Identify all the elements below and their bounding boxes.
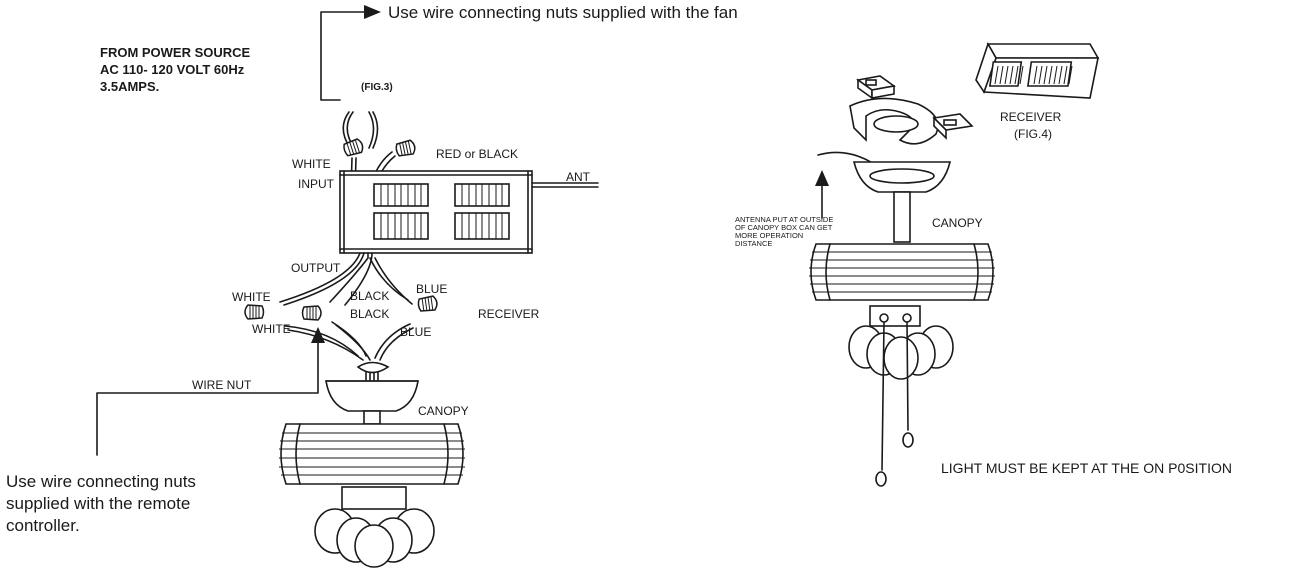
ant-label: ANT xyxy=(566,170,591,184)
bottom-note-line-1: Use wire connecting nuts xyxy=(6,472,196,491)
canopy-fig3 xyxy=(325,380,419,425)
bottom-note-line-2: supplied with the remote xyxy=(6,494,190,513)
light-position-note: LIGHT MUST BE KEPT AT THE ON P0SITION xyxy=(941,460,1232,476)
fig3-diagram: Use wire connecting nuts supplied with t… xyxy=(6,3,738,568)
top-note: Use wire connecting nuts supplied with t… xyxy=(388,3,738,22)
wire-nut-label: WIRE NUT xyxy=(192,378,252,392)
fig3-label: (FIG.3) xyxy=(361,82,393,93)
light-kit-fig4 xyxy=(848,305,954,380)
light-kit-fig3 xyxy=(314,486,435,568)
receiver-box xyxy=(339,170,533,254)
white-input-label: WHITE xyxy=(292,157,331,171)
wire-nut-icon xyxy=(301,305,322,321)
fig4-label: (FIG.4) xyxy=(1014,127,1052,141)
motor-housing-fig3 xyxy=(279,423,465,485)
bottom-note-line-3: controller. xyxy=(6,516,80,535)
wire-bundle-clip xyxy=(356,361,390,374)
motor-housing-fig4 xyxy=(809,243,995,301)
black-label-2: BLACK xyxy=(350,307,389,321)
antenna-pointer xyxy=(815,170,829,219)
wire-nut-icon xyxy=(244,304,265,320)
fig4-diagram: RECEIVER (FIG.4) ANTENNA PUT AT OUTSIDE … xyxy=(735,42,1232,487)
wire-nut-pointer xyxy=(96,327,325,456)
white-label-1: WHITE xyxy=(232,290,271,304)
output-label: OUTPUT xyxy=(291,261,341,275)
wire-nut-icon xyxy=(394,138,417,158)
receiver-vents-right xyxy=(454,183,510,240)
receiver-label: RECEIVER xyxy=(478,307,540,321)
white-label-2: WHITE xyxy=(252,322,291,336)
power-source-line-3: 3.5AMPS. xyxy=(100,79,159,94)
input-label: INPUT xyxy=(298,177,335,191)
pull-chain-left xyxy=(875,321,887,487)
black-label-1: BLACK xyxy=(350,289,389,303)
antenna-wire xyxy=(531,182,599,188)
mounting-bracket-icon xyxy=(849,75,974,145)
antenna-note-line-4: DISTANCE xyxy=(735,239,772,248)
canopy-fig4 xyxy=(852,161,952,243)
power-source-line-1: FROM POWER SOURCE xyxy=(100,45,251,60)
antenna-note-line-2: OF CANOPY BOX CAN GET xyxy=(735,223,833,232)
antenna-note-line-1: ANTENNA PUT AT OUTSIDE xyxy=(735,215,833,224)
receiver-unit-icon xyxy=(975,42,1100,99)
canopy-label-fig4: CANOPY xyxy=(932,216,983,230)
receiver-label-fig4: RECEIVER xyxy=(1000,110,1062,124)
power-source-line-2: AC 110- 120 VOLT 60Hz xyxy=(100,62,245,77)
top-note-arrow xyxy=(320,5,381,101)
pull-chain-right xyxy=(902,321,914,448)
red-or-black-label: RED or BLACK xyxy=(436,147,518,161)
blue-label-1: BLUE xyxy=(416,282,447,296)
canopy-label-fig3: CANOPY xyxy=(418,404,469,418)
wire-nut-icon xyxy=(416,294,439,313)
antenna-note-line-3: MORE OPERATION xyxy=(735,231,803,240)
blue-label-2: BLUE xyxy=(400,325,431,339)
receiver-vents-left xyxy=(373,183,429,240)
